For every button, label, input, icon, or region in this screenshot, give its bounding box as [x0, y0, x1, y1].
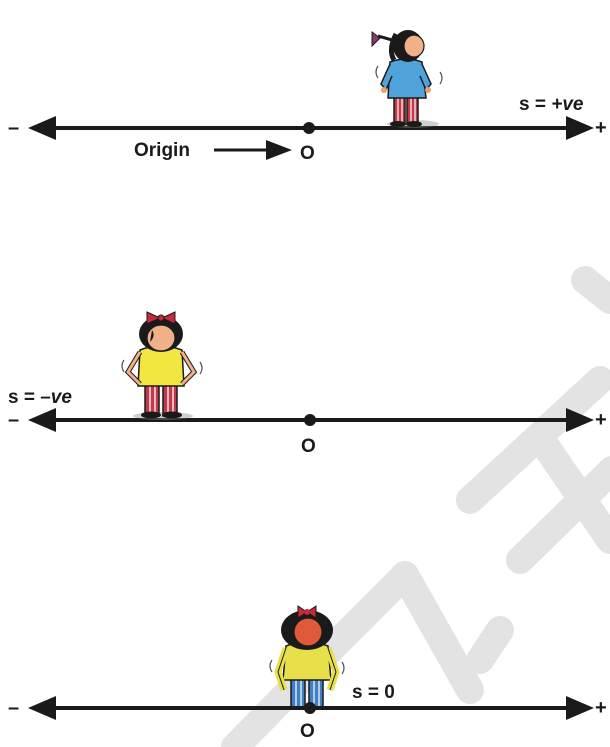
origin-dot — [303, 122, 315, 134]
panel-2-minus-sign: – — [8, 409, 20, 431]
left-arrowhead — [28, 696, 56, 720]
girl-figure-1 — [371, 30, 443, 128]
panel-2-origin-mark: O — [301, 436, 316, 457]
right-arrowhead — [566, 408, 594, 432]
left-arrowhead — [28, 116, 56, 140]
panel-1-displacement-label: s = +ve — [519, 94, 584, 115]
panel-1-origin-mark: O — [300, 143, 315, 164]
origin-label: Origin — [134, 140, 190, 161]
left-arrowhead — [28, 408, 56, 432]
right-arrowhead — [566, 696, 594, 720]
panel-3-minus-sign: – — [8, 697, 20, 719]
origin-dot — [304, 702, 316, 714]
panel-3-plus-sign: + — [595, 697, 607, 719]
panel-3-displacement-label: s = 0 — [352, 682, 395, 703]
origin-pointer-arrowhead — [266, 140, 292, 160]
right-arrowhead — [566, 116, 594, 140]
panel-3-origin-mark: O — [300, 721, 315, 742]
panel-1-plus-sign: + — [595, 117, 607, 139]
girl-figure-3 — [269, 605, 345, 709]
panel-2-displacement-label: s = –ve — [8, 387, 72, 408]
girl-figure-2 — [121, 311, 203, 420]
panel-1-minus-sign: – — [8, 117, 20, 139]
origin-dot — [304, 414, 316, 426]
panel-2-plus-sign: + — [595, 409, 607, 431]
